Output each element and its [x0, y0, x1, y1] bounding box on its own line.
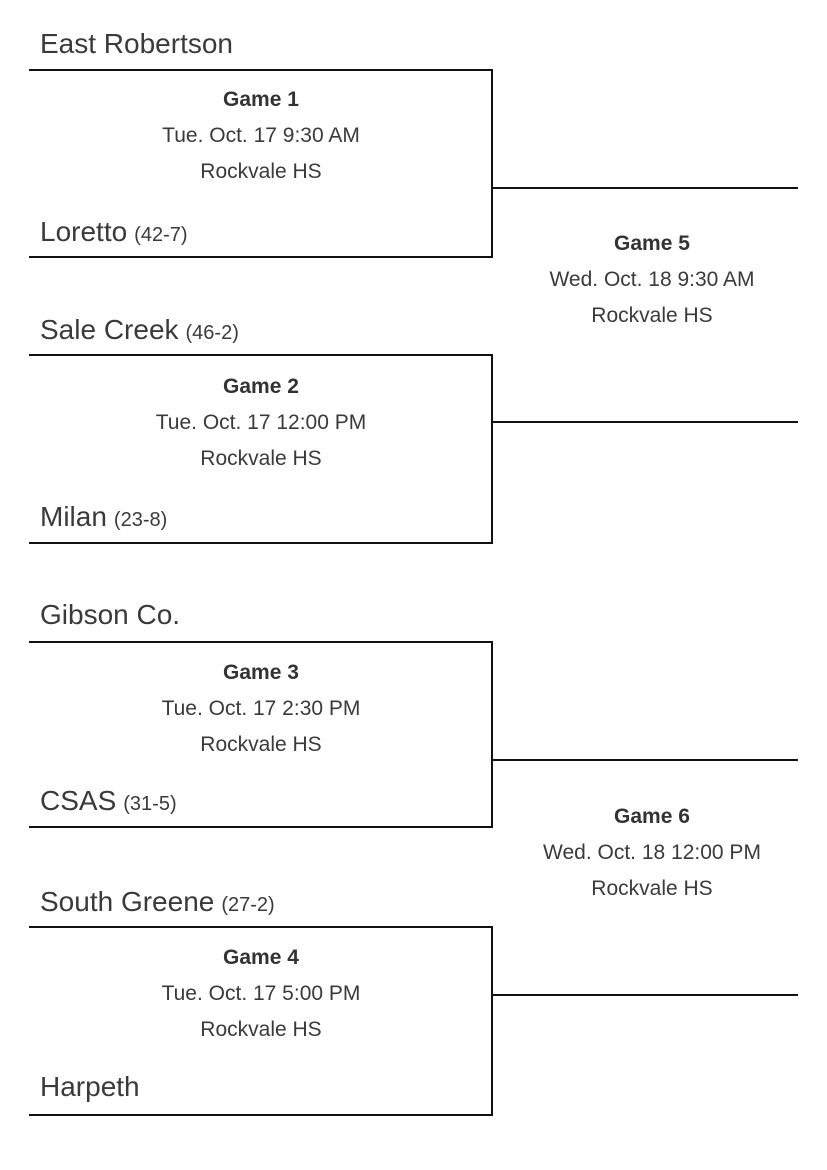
team-east-robertson: East Robertson: [40, 27, 240, 64]
team-name: Sale Creek: [40, 314, 179, 345]
game2-info: Game 2 Tue. Oct. 17 12:00 PM Rockvale HS: [29, 369, 493, 477]
team-record: (23-8): [113, 509, 168, 531]
game6-datetime: Wed. Oct. 18 12:00 PM: [543, 841, 761, 864]
game6-info: Game 6 Wed. Oct. 18 12:00 PM Rockvale HS: [493, 799, 811, 907]
game4-venue: Rockvale HS: [200, 1018, 322, 1041]
game4-box-top-line: [29, 926, 493, 928]
game1-box-top-line: [29, 69, 493, 71]
team-name: Loretto: [40, 216, 128, 247]
game1-box-bottom-line: [29, 256, 493, 258]
game6-bottom-connector-line: [493, 994, 798, 996]
team-name: Harpeth: [40, 1071, 140, 1102]
team-harpeth: Harpeth: [40, 1070, 147, 1107]
team-record: (27-2): [221, 894, 275, 916]
game1-datetime: Tue. Oct. 17 9:30 AM: [162, 124, 360, 147]
game3-datetime: Tue. Oct. 17 2:30 PM: [161, 697, 361, 720]
game3-venue: Rockvale HS: [200, 733, 322, 756]
team-south-greene: South Greene (27-2): [40, 885, 275, 922]
team-name: East Robertson: [40, 28, 233, 59]
game3-box-bottom-line: [29, 826, 493, 828]
game3-info: Game 3 Tue. Oct. 17 2:30 PM Rockvale HS: [29, 655, 493, 763]
team-milan: Milan (23-8): [40, 500, 167, 537]
game6-top-connector-line: [493, 759, 798, 761]
team-loretto: Loretto (42-7): [40, 215, 188, 252]
game4-box-bottom-line: [29, 1114, 493, 1116]
team-record: (46-2): [185, 322, 239, 344]
game4-label: Game 4: [223, 946, 299, 969]
game5-datetime: Wed. Oct. 18 9:30 AM: [549, 268, 755, 291]
game2-box-right-line: [491, 354, 493, 544]
game4-info: Game 4 Tue. Oct. 17 5:00 PM Rockvale HS: [29, 940, 493, 1048]
game1-box-right-line: [491, 69, 493, 258]
game2-box-top-line: [29, 354, 493, 356]
game1-info: Game 1 Tue. Oct. 17 9:30 AM Rockvale HS: [29, 82, 493, 190]
game1-venue: Rockvale HS: [200, 160, 322, 183]
game2-label: Game 2: [223, 375, 299, 398]
game6-label: Game 6: [614, 805, 690, 828]
game4-datetime: Tue. Oct. 17 5:00 PM: [161, 982, 361, 1005]
game5-top-connector-line: [493, 187, 798, 189]
team-name: Milan: [40, 501, 107, 532]
game3-box-right-line: [491, 641, 493, 828]
game3-box-top-line: [29, 641, 493, 643]
game5-bottom-connector-line: [493, 421, 798, 423]
game2-datetime: Tue. Oct. 17 12:00 PM: [155, 411, 367, 434]
team-gibson-co: Gibson Co.: [40, 598, 187, 635]
game1-label: Game 1: [223, 88, 299, 111]
team-name: South Greene: [40, 886, 215, 917]
team-csas: CSAS (31-5): [40, 784, 177, 821]
team-record: (42-7): [134, 224, 188, 246]
game6-venue: Rockvale HS: [591, 877, 713, 900]
game2-box-bottom-line: [29, 542, 493, 544]
game5-venue: Rockvale HS: [591, 304, 713, 327]
game3-label: Game 3: [223, 661, 299, 684]
game5-label: Game 5: [614, 232, 690, 255]
game2-venue: Rockvale HS: [200, 447, 322, 470]
game4-box-right-line: [491, 926, 493, 1116]
team-record: (31-5): [123, 793, 177, 815]
team-name: CSAS: [40, 785, 117, 816]
team-name: Gibson Co.: [40, 599, 181, 630]
team-sale-creek: Sale Creek (46-2): [40, 313, 239, 350]
game5-info: Game 5 Wed. Oct. 18 9:30 AM Rockvale HS: [493, 226, 811, 334]
